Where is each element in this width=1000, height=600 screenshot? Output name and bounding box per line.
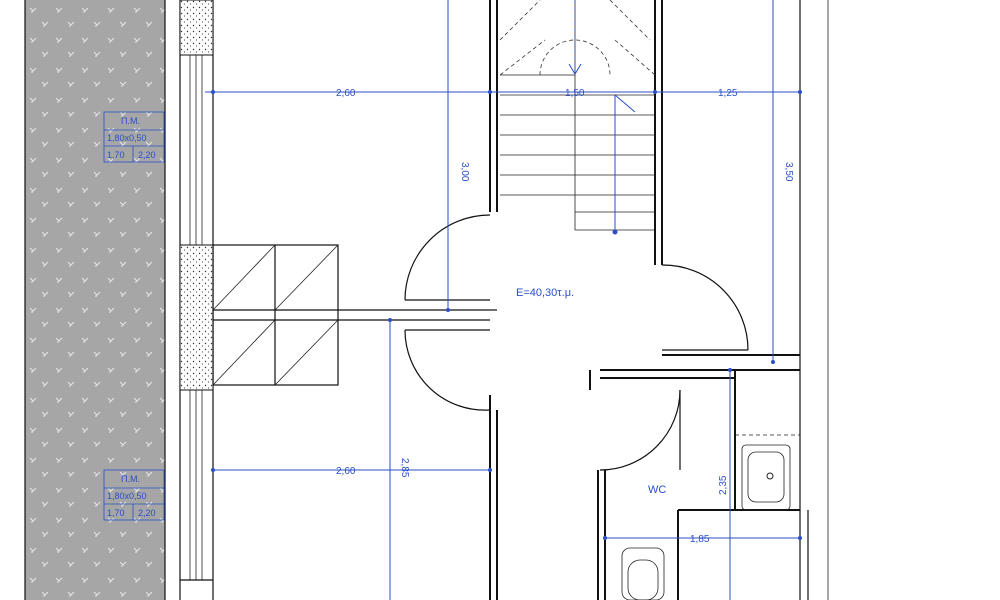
washbasin (735, 434, 800, 511)
door-swings (404, 214, 749, 471)
dim-mid-vertical: 2,85 (399, 458, 410, 478)
dim-mid-left: 2,60 (336, 466, 356, 477)
window-tag-1-sill: 1,70 (107, 150, 125, 160)
dim-wc-vertical: 2,35 (718, 475, 729, 495)
west-wall (179, 0, 214, 600)
dim-stair-vertical: 3,00 (459, 162, 470, 182)
window-tag-2: Π.Μ. 1,80x0,50 1,70 2,20 (103, 469, 165, 521)
dim-top-right: 1,25 (718, 88, 738, 99)
exterior-ground-hatch (25, 0, 165, 600)
wc-toilet (621, 547, 665, 600)
room-wc-label: WC (648, 484, 666, 496)
window-tag-2-title: Π.Μ. (121, 474, 140, 484)
built-in-cabinet (212, 244, 339, 386)
floor-area-label: E=40,30τ.μ. (516, 287, 574, 299)
wc-walls (589, 0, 829, 600)
dim-top-left: 2,60 (336, 88, 356, 99)
dim-top-mid: 1,50 (565, 88, 585, 99)
window-tag-2-size: 1,80x0,50 (107, 491, 147, 501)
dim-bottom: 1,85 (690, 534, 710, 545)
window-tag-1: Π.Μ. 1,80x0,50 1,70 2,20 (103, 111, 165, 163)
staircase (499, 0, 656, 235)
window-tag-2-sill: 1,70 (107, 508, 125, 518)
window-tag-1-head: 2,20 (138, 150, 156, 160)
stair-walls (489, 0, 663, 600)
window-tag-2-head: 2,20 (138, 508, 156, 518)
dim-right-vertical: 3,50 (783, 162, 794, 182)
dimension-lines (205, 0, 802, 600)
window-tag-1-size: 1,80x0,50 (107, 133, 147, 143)
window-tag-1-title: Π.Μ. (121, 116, 140, 126)
